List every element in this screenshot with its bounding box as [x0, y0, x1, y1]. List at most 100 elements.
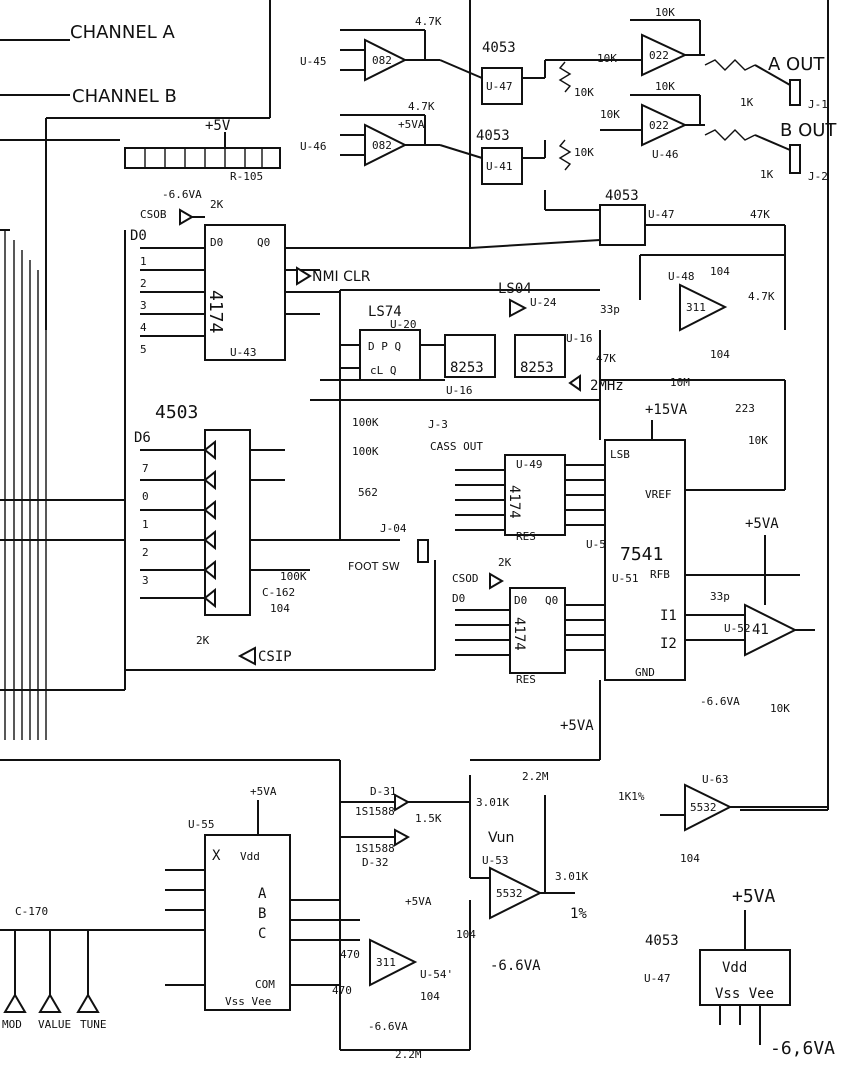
svg-text:LSB: LSB	[610, 448, 630, 461]
svg-text:U-46: U-46	[300, 140, 327, 153]
svg-text:1.5K: 1.5K	[415, 812, 442, 825]
mux-u55: +5VA U-55 X Vdd A B C COM Vss Vee C-170	[15, 785, 360, 1011]
svg-text:0: 0	[142, 490, 149, 503]
svg-text:2K: 2K	[196, 634, 210, 647]
svg-text:+5VA: +5VA	[250, 785, 277, 798]
svg-text:COM: COM	[255, 978, 275, 991]
svg-text:104: 104	[456, 928, 476, 941]
opamp-41-u52: +5VA 41 U-52 33p -6.6VA 10K	[700, 516, 815, 715]
cassette-footswitch: J-3 CASS OUT 100K 100K 562 J-04 FOOT SW	[125, 416, 483, 671]
svg-text:+15VA: +15VA	[645, 402, 688, 418]
svg-text:CSOD: CSOD	[452, 572, 479, 585]
svg-text:U-54': U-54'	[420, 968, 453, 981]
latch-u49: 4174 U-49 RES U-50 2K	[455, 454, 613, 569]
svg-text:A: A	[258, 886, 267, 902]
d6-label: D6	[134, 430, 151, 446]
svg-text:10K: 10K	[655, 80, 675, 93]
misc-wires	[124, 0, 786, 985]
d0-label: D0	[130, 228, 147, 244]
svg-text:4053: 4053	[482, 40, 516, 56]
opamp-5532-u53: +5VA 2.2M 3.01K Vun U-53 5532 3.01K 1% -…	[456, 718, 594, 974]
svg-text:562: 562	[358, 486, 378, 499]
svg-text:2: 2	[142, 546, 149, 559]
svg-text:100K: 100K	[352, 416, 379, 429]
svg-text:U-16: U-16	[566, 332, 593, 345]
svg-text:U-48: U-48	[668, 270, 695, 283]
svg-text:1: 1	[140, 255, 147, 268]
svg-text:1K: 1K	[740, 96, 754, 109]
svg-text:U-43: U-43	[230, 346, 257, 359]
svg-text:223: 223	[735, 402, 755, 415]
svg-text:+5VA: +5VA	[398, 118, 425, 131]
svg-text:4: 4	[140, 321, 147, 334]
svg-text:D0: D0	[452, 592, 465, 605]
svg-text:J-1: J-1	[808, 98, 828, 111]
opamp-u45: 082 U-45 4.7K	[300, 15, 442, 82]
svg-text:47K: 47K	[596, 352, 616, 365]
svg-text:U-47: U-47	[648, 208, 675, 221]
svg-text:CSOB: CSOB	[140, 208, 167, 221]
svg-text:4.7K: 4.7K	[408, 100, 435, 113]
svg-text:100K: 100K	[280, 570, 307, 583]
svg-text:311: 311	[686, 301, 706, 314]
svg-text:3: 3	[140, 299, 147, 312]
svg-text:10M: 10M	[670, 376, 690, 389]
value-label: VALUE	[38, 1018, 71, 1031]
svg-text:U-53: U-53	[482, 854, 509, 867]
svg-text:Vdd: Vdd	[722, 960, 747, 976]
svg-text:CASS OUT: CASS OUT	[430, 440, 483, 453]
svg-text:+5VA: +5VA	[732, 886, 776, 907]
buffer-4503-u44: 4503 D6 7 0 1 2 3 2K CSIP 100K 104 C-162	[134, 402, 340, 666]
nmi-clr-signal: NMI CLR	[296, 266, 371, 286]
svg-text:3.01K: 3.01K	[555, 870, 588, 883]
channel-a-label: CHANNEL A	[70, 22, 175, 43]
svg-text:104: 104	[710, 265, 730, 278]
svg-text:D P Q: D P Q	[368, 340, 401, 353]
svg-text:1K: 1K	[760, 168, 774, 181]
svg-text:4053: 4053	[605, 188, 639, 204]
svg-text:104: 104	[710, 348, 730, 361]
svg-text:1S1588: 1S1588	[355, 842, 395, 855]
svg-text:U-51: U-51	[612, 572, 639, 585]
svg-text:10K: 10K	[574, 146, 594, 159]
svg-text:082: 082	[372, 139, 392, 152]
svg-text:4174: 4174	[506, 485, 522, 519]
svg-text:-6,6VA: -6,6VA	[770, 1038, 835, 1059]
svg-text:470: 470	[340, 948, 360, 961]
svg-text:10K: 10K	[574, 86, 594, 99]
svg-text:3.01K: 3.01K	[476, 796, 509, 809]
svg-text:I2: I2	[660, 636, 677, 652]
svg-text:J-04: J-04	[380, 522, 407, 535]
diodes-d31-d32: D-31 1S1588 1S1588 D-32 1.5K	[340, 785, 470, 869]
svg-text:8253: 8253	[520, 360, 554, 376]
svg-text:7: 7	[142, 462, 149, 475]
svg-text:X: X	[212, 848, 221, 864]
svg-text:100K: 100K	[352, 445, 379, 458]
svg-text:4174: 4174	[205, 290, 226, 333]
svg-text:1S1588: 1S1588	[355, 805, 395, 818]
svg-text:Q0: Q0	[545, 594, 558, 607]
svg-text:4.7K: 4.7K	[415, 15, 442, 28]
tune-label: TUNE	[80, 1018, 107, 1031]
opamp-u46-a: 082 U-46 4.7K +5VA	[300, 100, 440, 167]
timer-8253-b: 8253 U-16 LS04 U-24 2MHz	[498, 281, 624, 394]
svg-text:-6.6VA: -6.6VA	[368, 1020, 408, 1033]
svg-text:U-20: U-20	[390, 318, 417, 331]
svg-text:cL Q: cL Q	[370, 364, 397, 377]
svg-text:VREF: VREF	[645, 488, 672, 501]
svg-text:U-49: U-49	[516, 458, 543, 471]
left-bus-lines	[0, 39, 340, 931]
opamp-5532-u63: U-63 5532 1K1% 104	[618, 773, 828, 865]
svg-text:8253: 8253	[450, 360, 484, 376]
svg-text:FOOT SW: FOOT SW	[348, 560, 400, 573]
svg-text:U-47: U-47	[486, 80, 513, 93]
svg-text:33p: 33p	[600, 303, 620, 316]
a-out-label: A OUT	[768, 54, 825, 75]
svg-text:41: 41	[752, 622, 769, 638]
svg-text:10K: 10K	[770, 702, 790, 715]
output-a: A OUT 1K J-1	[704, 54, 828, 111]
svg-text:NMI CLR: NMI CLR	[312, 269, 371, 285]
svg-text:2.2M: 2.2M	[522, 770, 549, 783]
svg-text:10K: 10K	[597, 52, 617, 65]
svg-text:470: 470	[332, 984, 352, 997]
